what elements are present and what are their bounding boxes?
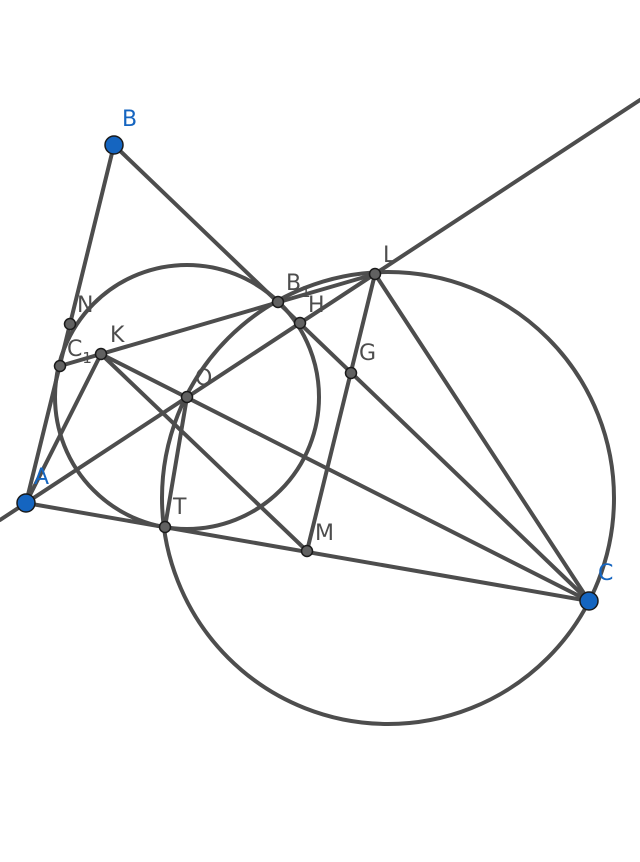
label-T: T [172,495,187,520]
segment-C1-L[interactable] [58,272,377,368]
point-A[interactable] [16,493,36,513]
label-M: M [315,521,334,546]
line-A-O-H-L[interactable] [0,98,640,522]
segment-O-T[interactable] [163,395,189,529]
label-N: N [77,293,93,318]
label-C: C [598,561,613,586]
segment-L-M[interactable] [305,272,377,553]
point-B1[interactable] [271,295,285,309]
point-C[interactable] [579,591,599,611]
label-H: H [308,293,325,318]
label-subscript: 1 [82,349,92,367]
point-N[interactable] [63,317,77,331]
segment-K-M[interactable] [99,352,309,553]
point-L[interactable] [368,267,382,281]
label-L: L [383,243,396,268]
point-T[interactable] [158,520,172,534]
point-B[interactable] [104,135,124,155]
label-K: K [110,323,125,348]
point-O[interactable] [180,390,194,404]
point-C1[interactable] [53,359,67,373]
point-M[interactable] [300,544,314,558]
point-G[interactable] [344,366,358,380]
label-subscript: 1 [301,283,311,301]
circle-through-L-T-C[interactable] [160,270,616,726]
segment-L-C[interactable] [373,272,591,603]
label-G: G [359,341,376,366]
segment-A-K[interactable] [24,352,103,505]
point-H[interactable] [293,316,307,330]
label-O: O [195,366,212,391]
label-B: B [122,107,137,132]
point-K[interactable] [94,347,108,361]
label-A: A [34,465,49,490]
